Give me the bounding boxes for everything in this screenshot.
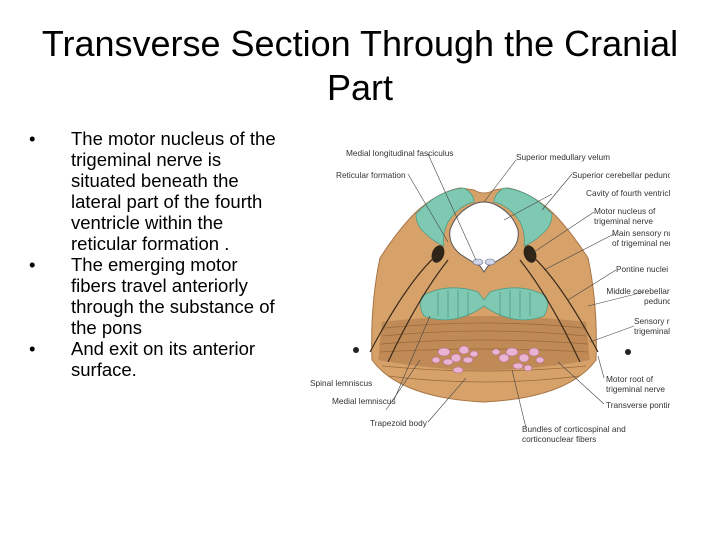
superior-cerebellar-peduncle-right [493,187,553,247]
medial-lemniscus [420,287,548,321]
medial-lemniscus-striations [437,290,531,318]
bullet-icon: • [29,128,36,149]
slide-title: Transverse Section Through the Cranial P… [41,23,679,108]
label-reticular-formation: Reticular formation [336,170,406,180]
trigeminal-nerve-roots [369,253,599,363]
pons-cross-section-figure: Medial longitudinal fasciculus Reticular… [298,130,670,462]
mlf-left [472,258,484,266]
label-middle-cerebellar-line2: peduncle [644,296,670,306]
bullet-text: The motor nucleus of the trigeminal nerv… [71,128,276,254]
motor-root-left-icon [353,347,359,353]
label-main-sensory-line1: Main sensory nucleus [612,228,670,238]
bullet-text: And exit on its anterior surface. [71,338,256,380]
bullet-item: • And exit on its anterior surface. [27,338,277,380]
label-sensory-root-line1: Sensory root of [634,316,670,326]
bullet-item: • The emerging motor fibers travel anter… [27,254,277,338]
label-superior-cerebellar-peduncle: Superior cerebellar peduncle [572,170,670,180]
label-bundles-line2: corticonuclear fibers [522,434,596,444]
motor-root-right-icon [625,349,631,355]
transverse-pontine-band [378,316,590,370]
transverse-fiber-lines [379,322,589,383]
bullet-icon: • [29,338,36,359]
label-mlf: Medial longitudinal fasciculus [346,148,453,158]
mlf-right [484,258,496,266]
label-trapezoid-body: Trapezoid body [370,418,428,428]
bullet-list: • The motor nucleus of the trigeminal ner… [27,128,277,380]
superior-cerebellar-peduncle-left [415,187,475,247]
label-motor-nucleus-line1: Motor nucleus of [594,206,656,216]
label-cavity-fourth-ventricle: Cavity of fourth ventricle [586,188,670,198]
leader-lines [385,153,645,429]
pons-diagram: Medial longitudinal fasciculus Reticular… [310,148,670,444]
label-main-sensory-line2: of trigeminal nerve [612,238,670,248]
label-motor-root-line2: trigeminal nerve [606,384,665,394]
label-spinal-lemniscus: Spinal lemniscus [310,378,372,388]
label-sensory-root-line2: trigeminal nerve [634,326,670,336]
label-motor-nucleus-line2: trigeminal nerve [594,216,653,226]
label-medial-lemniscus: Medial lemniscus [332,396,396,406]
label-pontine-nuclei: Pontine nuclei [616,264,668,274]
bullet-item: • The motor nucleus of the trigeminal ner… [27,128,277,254]
bullet-text: The emerging motor fibers travel anterio… [71,254,275,338]
label-superior-medullary-velum: Superior medullary velum [516,152,610,162]
corticospinal-bundles [431,345,545,374]
label-middle-cerebellar-line1: Middle cerebellar [606,286,669,296]
bullet-icon: • [29,254,36,275]
label-bundles-line1: Bundles of corticospinal and [522,424,626,434]
label-transverse-pontine-fibers: Transverse pontine fibers [606,400,670,410]
label-motor-root-line1: Motor root of [606,374,654,384]
